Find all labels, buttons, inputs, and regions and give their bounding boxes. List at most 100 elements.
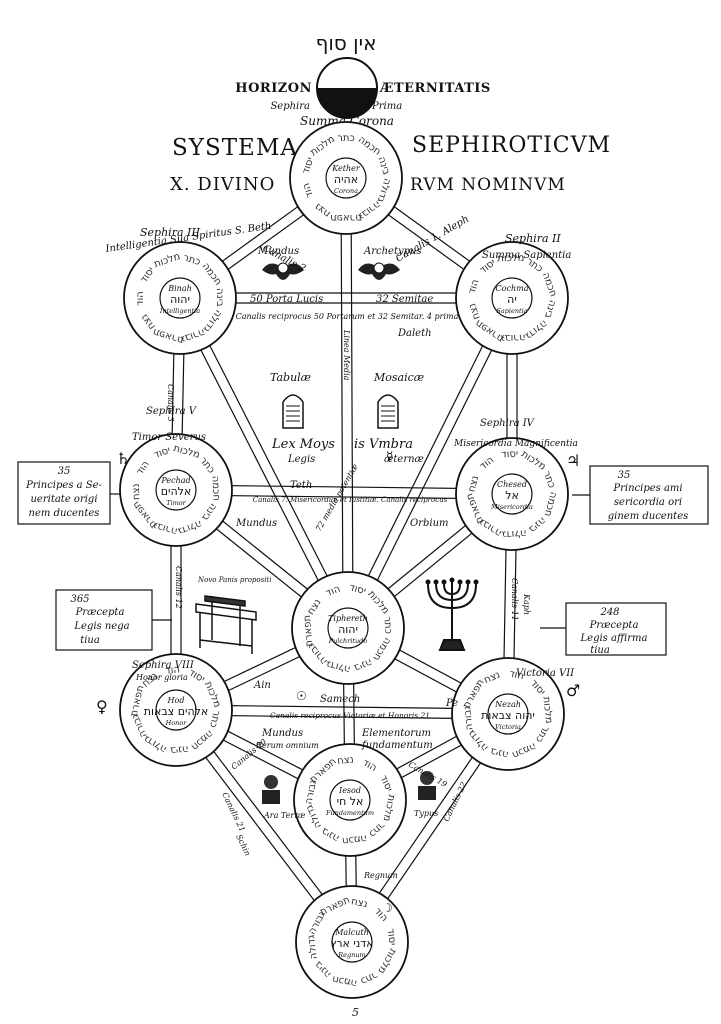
canalis-reciprocus-low-label: Canalis reciprocus Victoriæ et Honoris 2…	[270, 711, 430, 720]
sephira-ii-label: Sephira II	[505, 232, 561, 245]
sephira-binah-latin-name: Binah	[167, 284, 192, 293]
sephira-binah-latin-meaning: Intelligentia	[159, 307, 200, 315]
sephira-jesod-divine-name: אל חי	[337, 795, 364, 808]
canalis-12-label: Canalis 12	[174, 566, 183, 609]
sephira-chesed-ring-word: נצח	[466, 475, 481, 494]
sephira-chochma-inner-ring	[491, 277, 533, 319]
sephira-kether-latin-name: Kether	[331, 164, 361, 173]
horizon-label: HORIZON	[235, 81, 312, 96]
legis-label: Legis	[287, 454, 315, 465]
altar-right-icon	[418, 771, 436, 800]
sephira-malchuth-ring-word: גדולה	[306, 934, 320, 960]
rum-nominum-heading: RVM NOMINVM	[410, 175, 566, 195]
sephira-pechad-latin-name: Pechad	[160, 476, 190, 485]
elementorum-label: Elementorum	[361, 728, 431, 739]
box-right-top-line-2: Principes ami	[612, 483, 682, 494]
tablet-left-icon	[282, 394, 304, 429]
sephira-kether-inner-ring	[325, 157, 367, 199]
rerum-omnium-label: Rerum omnium	[255, 741, 319, 750]
sephira-tiphereth-latin-name: Tiphereth	[328, 614, 368, 623]
mundus-top-label: Mundus	[257, 246, 299, 257]
mundus-low-label: Mundus	[261, 728, 303, 739]
sephira-malchuth-ring-word: יסוד	[385, 928, 398, 946]
venus-icon: ♀	[96, 697, 108, 716]
sephira-pechad-ring-word: חכמה	[209, 476, 221, 502]
sephira-tiphereth-ring-word: כתר	[381, 616, 393, 634]
sephira-chochma-latin-meaning: Sapientia	[496, 307, 527, 315]
shewbread-table-icon	[195, 595, 257, 654]
box-right-top-line-4: ginem ducentes	[608, 511, 689, 522]
sephira-chesed-inner-ring	[491, 473, 533, 515]
sephira-chochma-ring-word: נצח	[467, 302, 483, 321]
sephira-tiphereth-inner-ring	[327, 607, 369, 649]
sephira-jesod-latin-name: Iesod	[338, 786, 361, 795]
sephira-tiphereth-ring-word: יסוד	[348, 582, 367, 597]
page-number: 5	[352, 1006, 359, 1019]
channel-line-kether-tiphereth	[350, 177, 354, 628]
box-left-top: 35 Principes a Se- ueritate origi nem du…	[17, 461, 111, 525]
regnum-label: Regnum	[363, 871, 398, 880]
sephira-tiphereth-ring-word: תפארת	[302, 615, 315, 647]
sephira-hod-latin-name: Hod	[167, 696, 185, 705]
horizon-sun-symbol	[316, 57, 378, 119]
sephira-chesed-latin-meaning: Misericordia	[490, 503, 533, 511]
sephira-binah-divine-name: יהוה	[170, 293, 190, 306]
channel-line-chochma-tiphereth	[342, 295, 509, 627]
sephira-malchuth: כתרחכמהבינהגדולהגבורהתפארתנצחהודיסודמלכו…	[295, 885, 409, 999]
box-right-top: 35 Principes ami sericordia ori ginem du…	[589, 465, 709, 525]
sephira-chochma-divine-name: יה	[507, 293, 517, 306]
sephira-kether-ring-word: יסוד	[301, 156, 317, 175]
samech-label: Samech	[320, 694, 360, 705]
canalis-21-label: Canalis 21	[220, 791, 247, 833]
summa-corona-label: Summa Corona	[300, 114, 394, 128]
sephira-chesed-latin-name: Chesed	[497, 480, 527, 489]
sephira-netzah-ring-word: בינה	[489, 745, 510, 760]
box-right-low-line-4: tiua	[590, 645, 610, 656]
sephira-chochma-ring-word: הוד	[467, 278, 482, 295]
sephira-hod-latin-meaning: Honor	[165, 719, 188, 727]
sephira-binah-ring-word: כתר	[182, 252, 202, 268]
sephira-chesed-ring-word: יסוד	[501, 449, 519, 461]
sephira-binah: כתרחכמהבינהגדולהגבורהתפארתנצחהודיסודמלכו…	[123, 241, 237, 355]
sephira-netzah-ring-word: הוד	[508, 668, 525, 682]
sephira-netzah-inner-ring	[487, 693, 529, 735]
systema-heading: SYSTEMA	[172, 135, 298, 161]
channel-line-binah-tiphereth	[183, 295, 353, 627]
sephira-kether-divine-name: אהיה	[334, 173, 358, 186]
kaph-label: Kaph	[522, 593, 531, 615]
sephiroth-layer: כתר חכמה בינה גדולה גבורה תפארת נצח הוד יסוד מלכו…	[119, 121, 569, 999]
moon-icon: ☽	[382, 901, 393, 915]
ain-soph-title: אין סוף	[316, 31, 377, 55]
sephira-netzah-ring-word: גבורה	[462, 705, 475, 731]
canalis-teth-label: Canalis 7. Misericordiæ et Iustitiæ. Can…	[253, 496, 448, 504]
summa-sapientia-label: Summa Sapientia	[482, 250, 571, 261]
sephira-binah-ring-word: הוד	[135, 291, 146, 306]
schin-label: Schin	[234, 833, 252, 857]
canalis-reciprocus-top-label: Canalis reciprocus 50 Portarum et 32 Sem…	[236, 312, 459, 321]
sephira-pechad-ring-word: נצח	[131, 483, 143, 500]
sephira-jesod-ring-word: מלכות	[381, 794, 397, 823]
mundus-mid-label: Mundus	[235, 518, 277, 529]
ara-terrae-label: Ara Terræ	[263, 811, 306, 820]
aeternitatis-label: ÆTERNITATIS	[379, 81, 491, 96]
sephiroticum-heading: SEPHIROTICVM	[412, 133, 611, 158]
sephira-v-label: Sephira V	[146, 406, 198, 417]
sephira-chochma-latin-name: Cochma	[496, 284, 529, 293]
sephira-kether-ring-word: הוד	[301, 182, 316, 199]
tablet-right-icon	[377, 394, 399, 429]
sephira-malchuth-inner-ring	[331, 921, 373, 963]
sephira-chesed-ring-word: גדולה	[502, 527, 527, 539]
saturn-icon: ♄	[116, 449, 130, 468]
altar-left-icon	[262, 775, 280, 804]
timor-severus-label: Timor Severus	[132, 432, 206, 443]
mercury-icon: ☿	[386, 449, 393, 463]
sephira-jesod-ring-word: חכמה	[341, 832, 367, 846]
mars-icon: ♂	[566, 681, 580, 700]
nevo-panis-label: Novo Panis propositi	[197, 576, 272, 584]
box-left-top-line-4: nem ducentes	[29, 508, 100, 519]
